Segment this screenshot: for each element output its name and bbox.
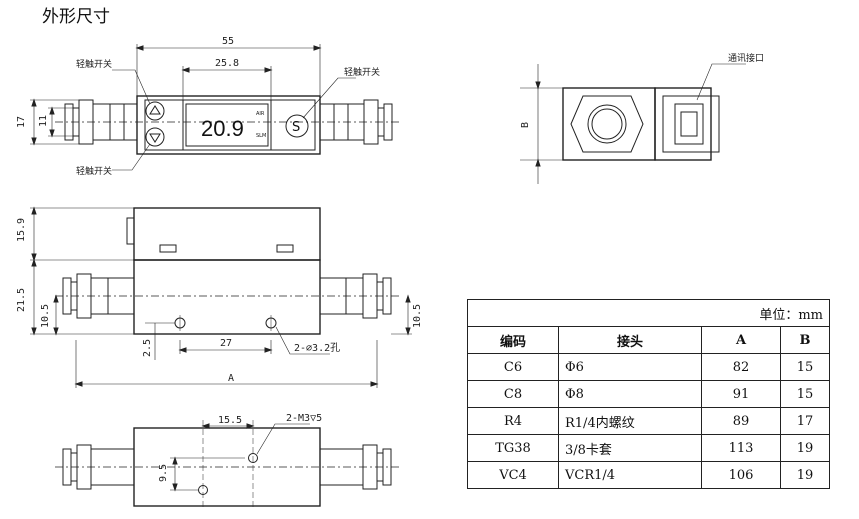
dim-b: B xyxy=(520,122,531,128)
table-row: C6 Φ6 82 15 xyxy=(467,353,830,381)
table-row: TG38 3/8卡套 113 19 xyxy=(467,434,830,462)
bottom-view xyxy=(55,420,400,508)
cell-a: 89 xyxy=(701,407,781,435)
cell-b: 15 xyxy=(780,353,830,381)
s-button-label: S xyxy=(292,120,300,135)
table-header-row: 编码 接头 A B xyxy=(467,326,830,354)
dim-55: 55 xyxy=(222,36,234,47)
dim-2-5: 2.5 xyxy=(142,339,153,357)
cell-a: 82 xyxy=(701,353,781,381)
cell-code: R4 xyxy=(467,407,559,435)
cell-fitting: Φ8 xyxy=(558,380,702,408)
dim-15-5: 15.5 xyxy=(218,415,242,426)
cell-code: C8 xyxy=(467,380,559,408)
dim-17: 17 xyxy=(16,116,27,128)
dimension-table: 单位：mm 编码 接头 A B C6 Φ6 82 15 C8 Φ8 91 15 … xyxy=(467,299,830,489)
dim-27: 27 xyxy=(220,338,232,349)
cell-fitting: 3/8卡套 xyxy=(558,434,702,462)
header-b: B xyxy=(780,326,830,354)
front-view xyxy=(30,206,412,388)
dim-11: 11 xyxy=(38,115,49,127)
dim-a: A xyxy=(228,373,234,384)
tactile-switch-label-right: 轻触开关 xyxy=(344,66,380,78)
cell-a: 113 xyxy=(701,434,781,462)
comm-port-label: 通讯接口 xyxy=(728,52,764,64)
lcd-reading: 20.9 xyxy=(201,116,244,141)
tactile-switch-label-top-left: 轻触开关 xyxy=(76,58,112,70)
cell-code: TG38 xyxy=(467,434,559,462)
table-row: C8 Φ8 91 15 xyxy=(467,380,830,408)
lcd-slm-label: SLM xyxy=(256,133,266,139)
cell-b: 19 xyxy=(780,434,830,462)
dim-21-5: 21.5 xyxy=(16,288,27,312)
cell-b: 15 xyxy=(780,380,830,408)
cell-a: 91 xyxy=(701,380,781,408)
side-view xyxy=(520,63,746,184)
cell-fitting: Φ6 xyxy=(558,353,702,381)
table-row: VC4 VCR1/4 106 19 xyxy=(467,461,830,489)
cell-fitting: VCR1/4 xyxy=(558,461,702,489)
cell-code: C6 xyxy=(467,353,559,381)
header-fitting: 接头 xyxy=(558,326,702,354)
cell-b: 19 xyxy=(780,461,830,489)
table-row: R4 R1/4内螺纹 89 17 xyxy=(467,407,830,435)
cell-a: 106 xyxy=(701,461,781,489)
dim-15-9: 15.9 xyxy=(16,218,27,242)
cell-fitting: R1/4内螺纹 xyxy=(558,407,702,435)
dim-25-8: 25.8 xyxy=(215,58,239,69)
hole-note: 2-∅3.2孔 xyxy=(294,342,340,354)
dim-9-5: 9.5 xyxy=(158,464,169,482)
thread-note: 2-M3▽5 xyxy=(286,413,322,424)
header-a: A xyxy=(701,326,781,354)
page-title: 外形尺寸 xyxy=(42,7,110,27)
top-view xyxy=(30,44,400,171)
dim-10-5-left: 10.5 xyxy=(40,304,51,328)
unit-label: 单位：mm xyxy=(467,299,830,327)
lcd-air-label: AIR xyxy=(256,111,265,117)
tactile-switch-label-bottom: 轻触开关 xyxy=(76,165,112,177)
cell-code: VC4 xyxy=(467,461,559,489)
cell-b: 17 xyxy=(780,407,830,435)
table-unit-row: 单位：mm xyxy=(467,299,830,327)
dim-10-5-right: 10.5 xyxy=(412,304,423,328)
header-code: 编码 xyxy=(467,326,559,354)
